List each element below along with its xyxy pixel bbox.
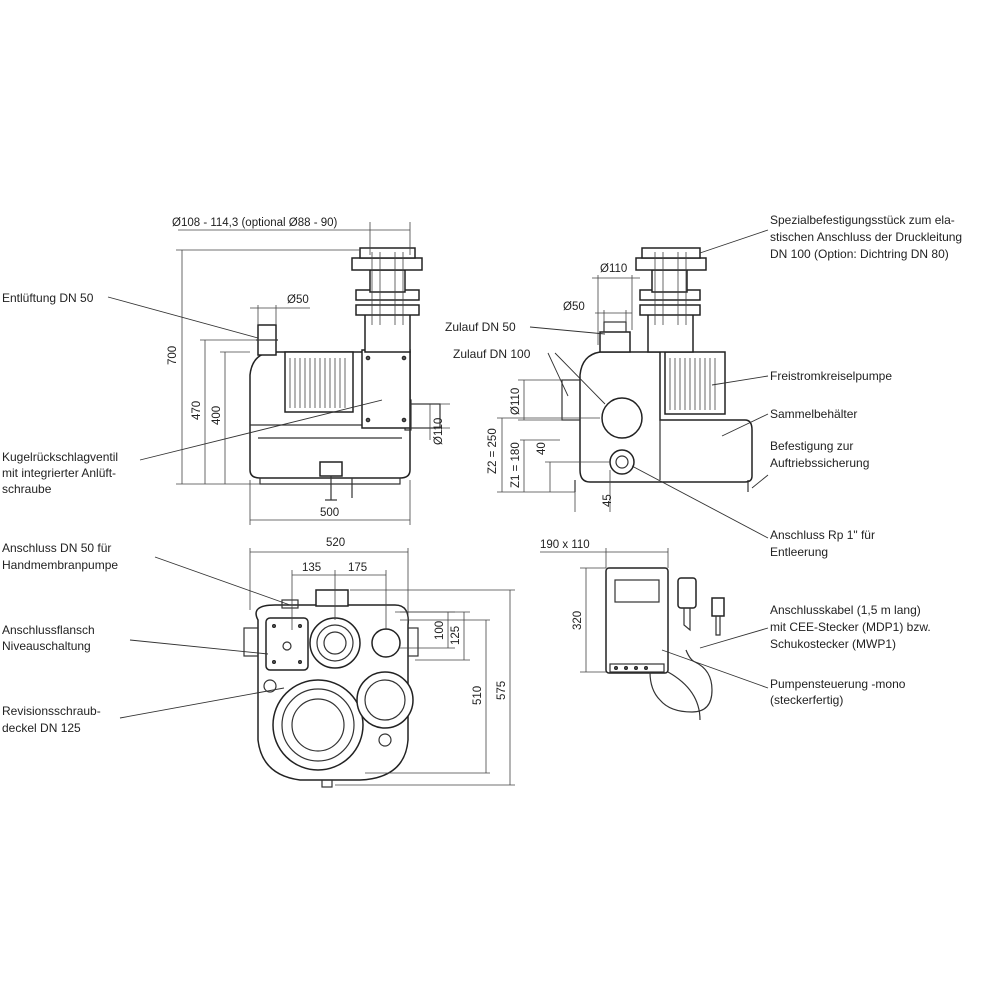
dim-45: 45 — [602, 494, 614, 507]
label-befest-1: Befestigung zur — [770, 439, 853, 453]
dim-510: 510 — [472, 686, 484, 705]
dim-400: 400 — [211, 406, 223, 425]
label-spezial-1: Spezialbefestigungsstück zum ela- — [770, 213, 955, 227]
leader-rev — [119, 687, 285, 719]
dim-125: 125 — [450, 626, 462, 645]
label-entlueftung: Entlüftung DN 50 — [2, 291, 94, 305]
dim-phi110-right: Ø110 — [600, 263, 627, 275]
label-kabel-1: Anschlusskabel (1,5 m lang) — [770, 603, 921, 617]
leader-zulauf50 — [529, 326, 606, 335]
dim-phi110-vert: Ø110 — [510, 388, 522, 415]
leader-freistrom — [711, 375, 769, 386]
dim-135: 135 — [302, 562, 321, 574]
side-dims: Ø110 Ø50 Ø110 Z2 = 250 Z1 = 180 40 45 — [487, 263, 640, 512]
label-flansch-1: Anschlussflansch — [2, 623, 95, 637]
dim-575: 575 — [496, 681, 508, 700]
dim-phi50-left: Ø50 — [287, 294, 309, 306]
leader-kabel — [699, 627, 769, 649]
side-view — [561, 247, 753, 492]
label-zulauf50: Zulauf DN 50 — [445, 320, 516, 334]
leader-flansch — [129, 639, 269, 655]
label-kabel-2: mit CEE-Stecker (MDP1) bzw. — [770, 620, 931, 634]
top-dims: 520 135 175 100 125 510 575 — [249, 537, 515, 786]
dim-320: 320 — [572, 611, 584, 630]
control-box — [605, 567, 725, 721]
front-dims: Ø108 - 114,3 (optional Ø88 - 90) 700 470… — [167, 217, 450, 525]
leader-kugel — [139, 399, 383, 461]
dim-z2: Z2 = 250 — [487, 428, 499, 474]
front-view — [249, 247, 441, 501]
label-kugel-2: mit integrierter Anlüft- — [2, 466, 116, 480]
label-flansch-2: Niveauschaltung — [2, 639, 91, 653]
dim-700: 700 — [167, 346, 179, 365]
leader-sammel — [721, 413, 769, 437]
label-spezial-3: DN 100 (Option: Dichtring DN 80) — [770, 247, 949, 261]
label-befest-2: Auftriebssicherung — [770, 456, 869, 470]
dim-40: 40 — [536, 442, 548, 455]
dim-100: 100 — [434, 621, 446, 640]
top-view — [243, 589, 419, 788]
dim-phi110-left: Ø110 — [433, 418, 445, 445]
leader-entlueftung — [107, 296, 259, 339]
leader-befest — [751, 474, 769, 489]
dim-520: 520 — [326, 537, 345, 549]
leader-hand — [154, 556, 291, 606]
label-hand-1: Anschluss DN 50 für — [2, 541, 111, 555]
dim-500: 500 — [320, 507, 339, 519]
label-kugel-3: schraube — [2, 482, 52, 496]
label-rev-2: deckel DN 125 — [2, 721, 81, 735]
label-rev-1: Revisionsschraub- — [2, 704, 101, 718]
control-dims: 190 x 110 320 — [540, 539, 669, 673]
label-kugel-1: Kugelrückschlagventil — [2, 450, 118, 464]
dim-470: 470 — [191, 401, 203, 420]
leader-steuer — [661, 649, 769, 689]
leader-spezial — [699, 229, 769, 254]
dim-top-pipe: Ø108 - 114,3 (optional Ø88 - 90) — [172, 217, 338, 229]
dim-z1: Z1 = 180 — [510, 442, 522, 488]
label-spezial-2: stischen Anschluss der Druckleitung — [770, 230, 962, 244]
label-hand-2: Handmembranpumpe — [2, 558, 118, 572]
label-freistrom: Freistromkreiselpumpe — [770, 369, 892, 383]
dim-175: 175 — [348, 562, 367, 574]
label-steuer-2: (steckerfertig) — [770, 693, 843, 707]
label-rp-1: Anschluss Rp 1" für — [770, 528, 875, 542]
label-kabel-3: Schukostecker (MWP1) — [770, 637, 896, 651]
label-zulauf100: Zulauf DN 100 — [453, 347, 531, 361]
motor-fins — [289, 358, 346, 408]
side-motor-fins — [669, 358, 716, 410]
label-rp-2: Entleerung — [770, 545, 828, 559]
leader-rp — [631, 465, 769, 539]
leader-zulauf100 — [547, 352, 606, 405]
label-sammel: Sammelbehälter — [770, 407, 857, 421]
dim-190x110: 190 x 110 — [540, 539, 590, 551]
label-steuer-1: Pumpensteuerung -mono — [770, 677, 906, 691]
dim-phi50-right: Ø50 — [563, 301, 585, 313]
